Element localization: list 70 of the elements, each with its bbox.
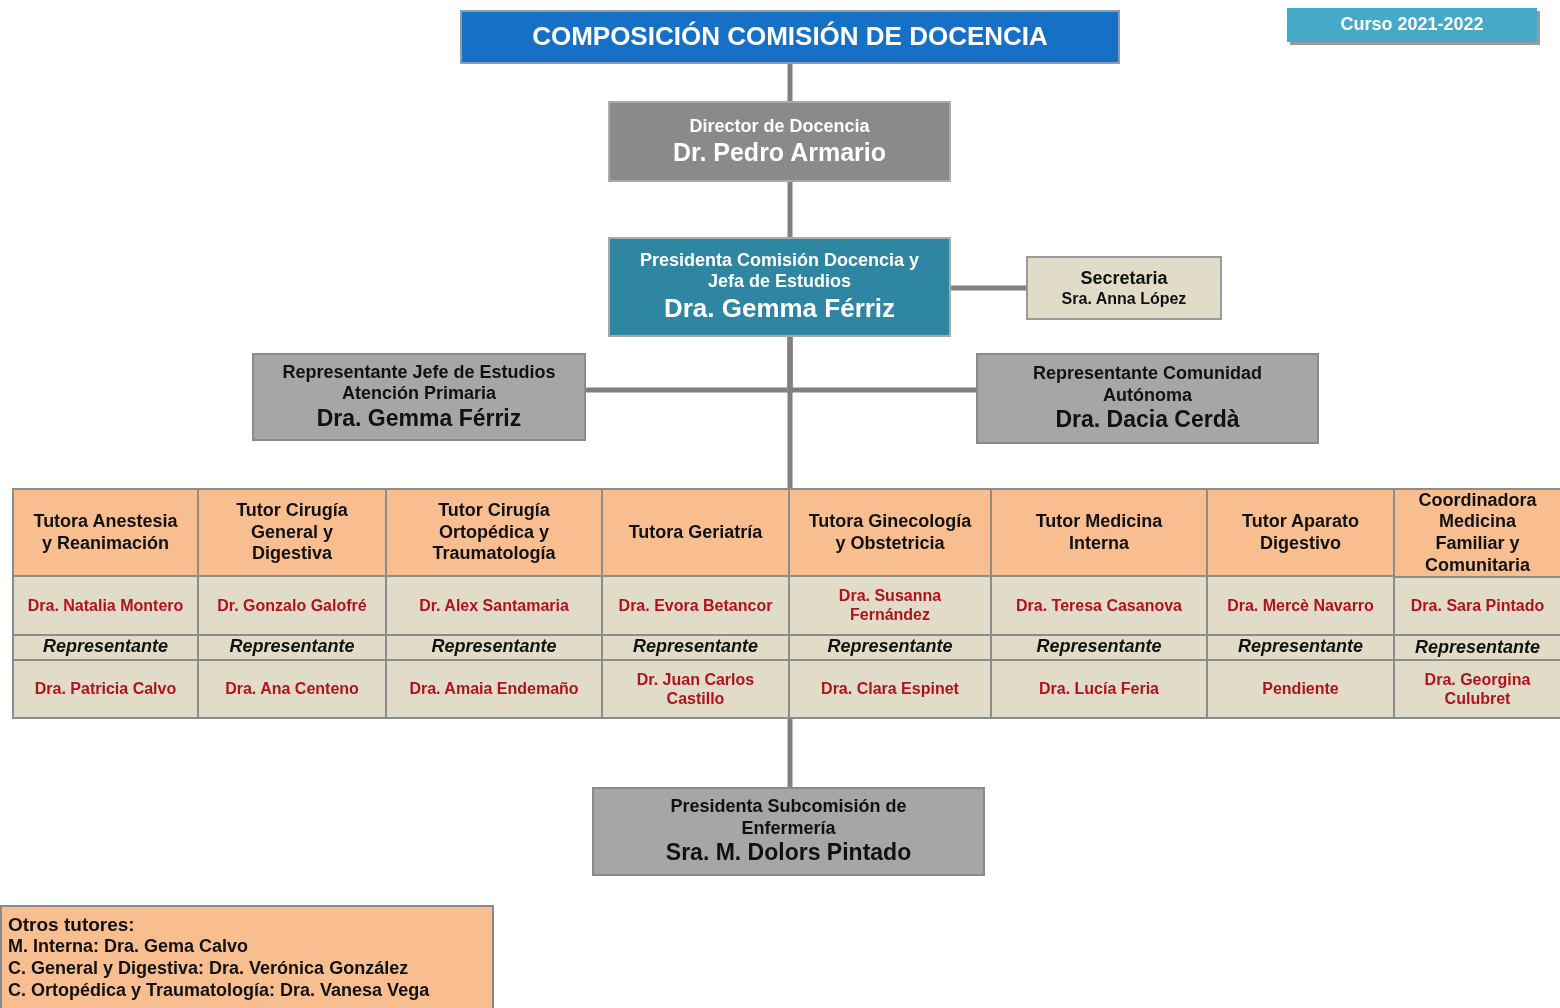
representative-name: Dra. Patricia Calvo bbox=[14, 660, 199, 719]
row-label: Representante bbox=[14, 635, 199, 661]
tutor-name: Dra. Evora Betancor bbox=[603, 577, 790, 636]
row-label: Representante bbox=[1208, 635, 1395, 661]
role-title: Presidenta Subcomisión de Enfermería bbox=[669, 796, 908, 840]
representative-name: Dra. Lucía Feria bbox=[992, 660, 1208, 719]
connector-line bbox=[951, 285, 1026, 291]
column-header: Tutor Aparato Digestivo bbox=[1208, 490, 1395, 578]
representative-name: Dr. Juan Carlos Castillo bbox=[603, 660, 790, 719]
role-title: Representante Comunidad Autónoma bbox=[1032, 363, 1263, 407]
note-line: C. General y Digestiva: Dra. Verónica González bbox=[8, 958, 409, 981]
person-name: Dra. Gemma Férriz bbox=[663, 293, 896, 325]
column-header: Tutor Medicina Interna bbox=[992, 490, 1208, 578]
banner-text: COMPOSICIÓN COMISIÓN DE DOCENCIA bbox=[532, 21, 1048, 53]
tutor-name: Dra. Susanna Fernández bbox=[790, 577, 992, 636]
notes-heading: Otros tutores: bbox=[8, 913, 135, 937]
subcommission-box bbox=[592, 787, 985, 876]
course-label: Curso 2021-2022 bbox=[1340, 14, 1484, 36]
president-box bbox=[608, 237, 951, 337]
director-box bbox=[608, 101, 951, 182]
row-label: Representante bbox=[790, 635, 992, 661]
table-column bbox=[1395, 490, 1560, 719]
tutors-table bbox=[12, 488, 1560, 719]
row-label: Representante bbox=[603, 635, 790, 661]
connector-line bbox=[787, 719, 793, 787]
person-name: Dr. Pedro Armario bbox=[673, 137, 886, 168]
table-column bbox=[992, 490, 1208, 719]
role-title: Presidenta Comisión Docencia y Jefa de Estudios bbox=[638, 249, 921, 293]
notes-box bbox=[0, 905, 494, 1008]
role-title: Representante Jefe de Estudios Atención Primaria bbox=[281, 361, 557, 405]
note-line: M. Interna: Dra. Gema Calvo bbox=[8, 936, 249, 959]
person-name: Dra. Gemma Férriz bbox=[316, 404, 522, 433]
role-title: Secretaria bbox=[1080, 267, 1168, 290]
representative-name: Dra. Ana Centeno bbox=[199, 660, 387, 719]
person-name: Dra. Dacia Cerdà bbox=[1055, 406, 1240, 434]
representative-box bbox=[976, 353, 1319, 444]
tutor-name: Dr. Alex Santamaria bbox=[387, 577, 603, 636]
representative-name: Dra. Clara Espinet bbox=[790, 660, 992, 719]
tutor-name: Dra. Mercè Navarro bbox=[1208, 577, 1395, 636]
role-title: Director de Docencia bbox=[689, 115, 870, 138]
row-label: Representante bbox=[199, 635, 387, 661]
tutor-name: Dra. Natalia Montero bbox=[14, 577, 199, 636]
table-column bbox=[790, 490, 992, 719]
table-column bbox=[387, 490, 603, 719]
connector-line bbox=[787, 337, 793, 488]
person-name: Sra. M. Dolors Pintado bbox=[665, 839, 912, 867]
column-header: Tutor Cirugía General y Digestiva bbox=[199, 490, 387, 578]
tutor-name: Dr. Gonzalo Galofré bbox=[199, 577, 387, 636]
column-header: Tutora Geriatría bbox=[603, 490, 790, 578]
representative-box bbox=[252, 353, 586, 441]
secretary-box bbox=[1026, 256, 1222, 320]
table-column bbox=[1208, 490, 1395, 719]
table-column bbox=[199, 490, 387, 719]
column-header: Tutora Anestesia y Reanimación bbox=[14, 490, 199, 578]
representative-name: Pendiente bbox=[1208, 660, 1395, 719]
column-header: Tutor Cirugía Ortopédica y Traumatología bbox=[387, 490, 603, 578]
table-column bbox=[14, 490, 199, 719]
column-header: Coordinadora Medicina Familiar y Comunitaria bbox=[1395, 490, 1560, 578]
representative-name: Dra. Amaia Endemaño bbox=[387, 660, 603, 719]
note-line: C. Ortopédica y Traumatología: Dra. Vanesa Vega bbox=[8, 980, 430, 1003]
person-name: Sra. Anna López bbox=[1061, 289, 1187, 309]
table-column bbox=[603, 490, 790, 719]
title-banner bbox=[460, 10, 1120, 64]
column-header: Tutora Ginecología y Obstetricia bbox=[790, 490, 992, 578]
row-label: Representante bbox=[387, 635, 603, 661]
tutor-name: Dra. Teresa Casanova bbox=[992, 577, 1208, 636]
connector-line bbox=[787, 64, 793, 101]
connector-line bbox=[787, 182, 793, 237]
row-label: Representante bbox=[992, 635, 1208, 661]
course-badge bbox=[1287, 8, 1537, 42]
